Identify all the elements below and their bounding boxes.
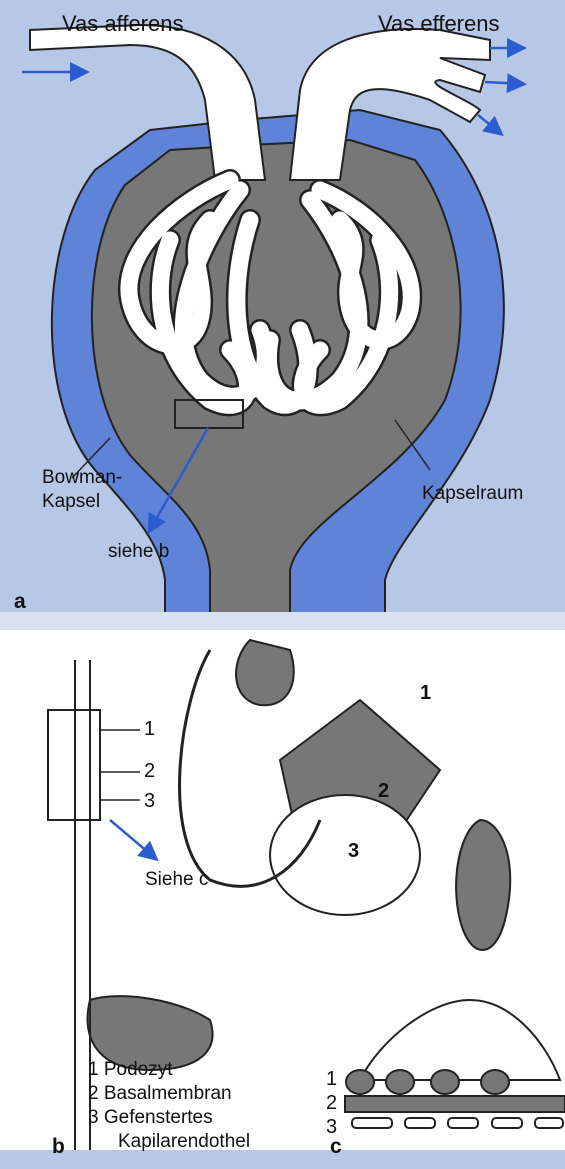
callout-3-label: 3 [144,790,155,812]
panel-divider [0,612,565,630]
inset-number-2: 2 [378,780,389,802]
label-bowman-line1: Bowman- [42,468,122,489]
panel-a-glomerulus [22,25,522,630]
panel-c-callout-2: 2 [326,1092,337,1114]
label-kapselraum: Kapselraum [422,484,523,505]
legend-item-3-cont: Kapilarendothel [118,1132,250,1153]
callout-2-label: 2 [144,760,155,782]
basal-membrane-c [345,1096,565,1112]
vas-efferens-arrow-3 [478,115,500,133]
legend-item-1: 1 Podozyt [88,1060,173,1081]
legend-item-3: 3 Gefenstertes [88,1108,213,1129]
podocyte-body-right [456,820,510,950]
inset-number-1: 1 [420,682,431,704]
podocyte-body-top [236,640,294,705]
panel-letter-b: b [52,1135,65,1158]
label-vas-afferens: Vas afferens [62,12,183,36]
vas-efferens-arrow-2 [485,82,522,84]
label-siehe-c: Siehe c [145,870,208,891]
label-bowman-line2: Kapsel [42,492,100,513]
fenestrated-endothelium [270,795,420,915]
label-vas-efferens: Vas efferens [378,12,499,36]
legend-item-2: 2 Basalmembran [88,1084,232,1105]
panel-letter-c: c [330,1135,342,1158]
label-siehe-b: siehe b [108,542,169,563]
callout-1-label: 1 [144,718,155,740]
panel-c-callout-1: 1 [326,1068,337,1090]
inset-number-3: 3 [348,840,359,862]
panel-letter-a: a [14,590,26,613]
